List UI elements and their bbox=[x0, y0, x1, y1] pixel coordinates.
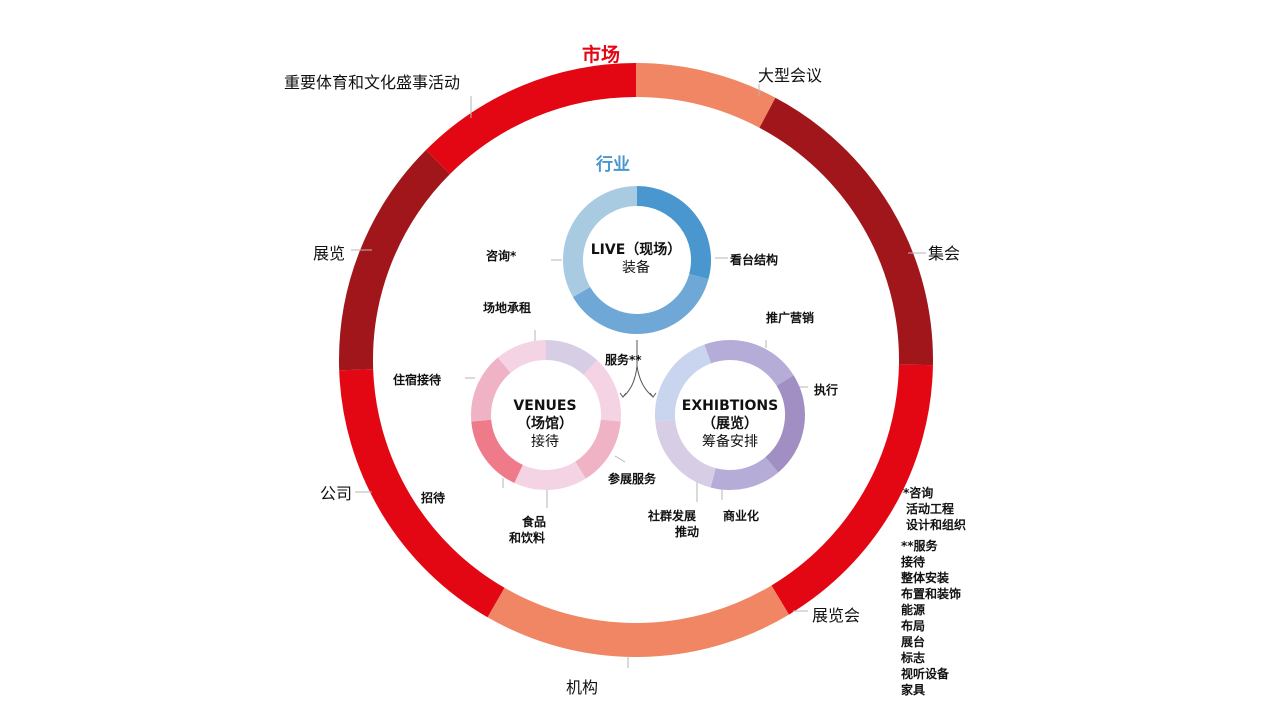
label-commercialization: 商业化 bbox=[723, 509, 760, 523]
consult-footnote-item: 设计和组织 bbox=[906, 518, 967, 532]
venues-title-cn: （场馆） bbox=[517, 416, 573, 432]
venues-segment-reception bbox=[471, 419, 524, 483]
label-fairs: 展览会 bbox=[812, 606, 861, 625]
venues-subtitle: 接待 bbox=[531, 434, 559, 450]
services-arrow-exhibitions bbox=[636, 365, 653, 397]
venues-center-text: VENUES （场馆） 接待 bbox=[495, 397, 595, 451]
services-footnote-item: 展台 bbox=[901, 635, 926, 649]
venues-segment-food bbox=[514, 461, 586, 490]
live-title: LIVE（现场） bbox=[590, 242, 682, 258]
live-segment-stands bbox=[636, 186, 711, 280]
services-footnote-item: 布局 bbox=[901, 619, 926, 633]
segment-institutions bbox=[487, 585, 789, 657]
label-food: 食品 bbox=[522, 515, 547, 529]
label-companies: 公司 bbox=[320, 484, 353, 503]
label-services: 服务** bbox=[605, 353, 642, 367]
exhibitions-subtitle: 筹备安排 bbox=[702, 434, 758, 450]
exhibitions-title: EXHIBTIONS bbox=[681, 398, 779, 414]
label-marketing: 推广营销 bbox=[766, 311, 815, 325]
label-beverage: 和饮料 bbox=[509, 531, 546, 545]
label-stand-structures: 看台结构 bbox=[730, 253, 779, 267]
label-execution: 执行 bbox=[814, 383, 839, 397]
live-segment-consult bbox=[563, 186, 638, 297]
services-arrow-venues bbox=[623, 365, 638, 397]
venues-segment-lodging bbox=[471, 357, 511, 422]
label-exhibitions-outer: 展览 bbox=[313, 244, 346, 263]
services-footnote-item: 能源 bbox=[901, 603, 926, 617]
venues-segment-exhibitor-b bbox=[574, 419, 621, 479]
services-arrowhead-venues bbox=[619, 392, 627, 398]
exhibitions-segment-community bbox=[655, 419, 717, 488]
label-consult: 咨询* bbox=[486, 249, 517, 263]
segment-sports-culture-events bbox=[425, 63, 637, 175]
industry-title: 行业 bbox=[596, 155, 630, 175]
services-arrowhead-exhibitions bbox=[649, 392, 657, 398]
label-exhibitor-services: 参展服务 bbox=[608, 472, 657, 486]
venues-ring bbox=[471, 340, 621, 490]
segment-fairs bbox=[771, 364, 933, 615]
services-footnote-item: 布置和装饰 bbox=[901, 587, 962, 601]
label-institutions: 机构 bbox=[566, 678, 599, 697]
venues-segment-exhibitor bbox=[583, 360, 621, 422]
live-segment-services bbox=[572, 273, 709, 334]
exhibitions-center-text: EXHIBTIONS （展览） 筹备安排 bbox=[670, 397, 790, 451]
exhibitions-segment-commercial bbox=[710, 456, 779, 490]
label-community-promote: 推动 bbox=[675, 525, 700, 539]
label-conferences: 大型会议 bbox=[758, 66, 823, 85]
live-subtitle: 装备 bbox=[622, 260, 650, 276]
label-community: 社群发展 bbox=[648, 509, 697, 523]
exhibitions-title-cn: （展览） bbox=[702, 416, 758, 432]
services-footnote: **服务 接待 整体安装 布置和装饰 能源 布局 展台 标志 视听设备 家具 bbox=[901, 538, 961, 698]
leader-exhibitor bbox=[614, 455, 626, 463]
consult-footnote-title: *咨询 bbox=[903, 486, 934, 500]
services-footnote-item: 标志 bbox=[901, 651, 926, 665]
live-center-text: LIVE（现场） 装备 bbox=[576, 241, 696, 277]
consult-footnote: *咨询 活动工程 设计和组织 bbox=[903, 485, 966, 533]
exhibitions-segment-marketing-b bbox=[704, 340, 731, 364]
services-footnote-title: **服务 bbox=[901, 539, 938, 553]
venues-segment-rental-b bbox=[497, 340, 547, 374]
services-footnote-item: 接待 bbox=[901, 555, 926, 569]
services-arrows bbox=[619, 340, 657, 398]
label-gatherings: 集会 bbox=[928, 244, 961, 263]
exhibitions-segment-marketing bbox=[729, 340, 794, 387]
services-footnote-item: 视听设备 bbox=[901, 667, 950, 681]
venues-segment-rental bbox=[545, 340, 598, 376]
exhibitions-ring bbox=[655, 340, 805, 490]
segment-conferences bbox=[635, 63, 776, 128]
exhibitions-segment-planning bbox=[655, 344, 712, 422]
label-lodging: 住宿接待 bbox=[393, 373, 442, 387]
label-venue-rental: 场地承租 bbox=[483, 301, 532, 315]
label-sports-culture-events: 重要体育和文化盛事活动 bbox=[284, 73, 461, 92]
segment-companies bbox=[339, 369, 505, 618]
live-ring bbox=[563, 186, 711, 334]
leader-lines bbox=[351, 84, 926, 668]
services-footnote-item: 整体安装 bbox=[901, 571, 950, 585]
exhibitions-segment-execution bbox=[765, 375, 805, 473]
market-title: 市场 bbox=[582, 44, 621, 66]
consult-footnote-item: 活动工程 bbox=[906, 502, 955, 516]
label-reception: 招待 bbox=[421, 491, 446, 505]
segment-exhibitions bbox=[339, 149, 451, 371]
services-footnote-item: 家具 bbox=[901, 683, 926, 697]
segment-gatherings bbox=[759, 97, 933, 366]
venues-title: VENUES bbox=[513, 398, 577, 414]
market-ring bbox=[339, 63, 933, 657]
